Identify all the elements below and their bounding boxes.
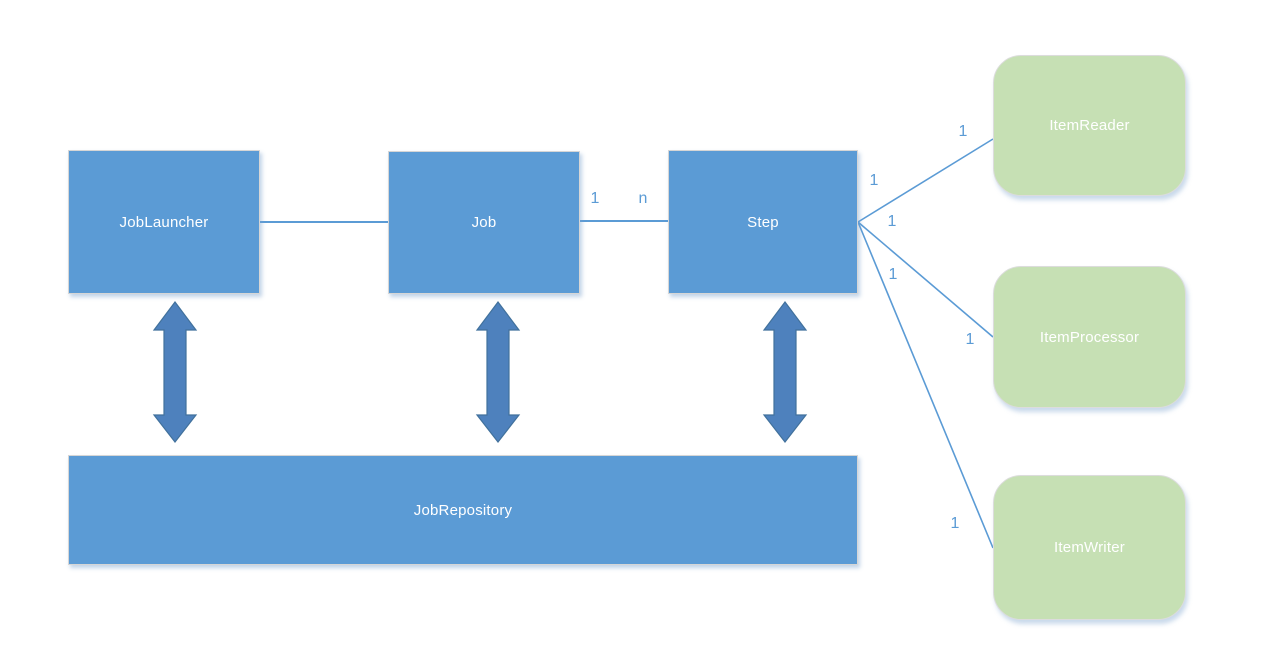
node-step-label: Step bbox=[747, 213, 779, 231]
multiplicity-step-itemreader-target: 1 bbox=[958, 123, 968, 140]
multiplicity-step-itemprocessor-target: 1 bbox=[965, 331, 975, 348]
multiplicity-step-itemreader-source: 1 bbox=[869, 172, 879, 189]
multiplicity-job-step-target: n bbox=[638, 190, 648, 207]
multiplicity-job-step-source: 1 bbox=[590, 190, 600, 207]
node-itemreader-label: ItemReader bbox=[1049, 117, 1130, 134]
double-arrow-job-jobrepository-icon bbox=[475, 301, 521, 443]
edge-step-itemwriter bbox=[857, 221, 994, 549]
node-itemprocessor: ItemProcessor bbox=[993, 266, 1186, 408]
node-itemreader: ItemReader bbox=[993, 55, 1186, 196]
multiplicity-step-itemwriter-source: 1 bbox=[888, 266, 898, 283]
multiplicity-step-itemwriter-target: 1 bbox=[950, 515, 960, 532]
node-jobrepository: JobRepository bbox=[68, 455, 858, 565]
node-job: Job bbox=[388, 151, 580, 294]
edge-step-itemreader bbox=[857, 138, 994, 223]
double-arrow-joblauncher-jobrepository-icon bbox=[152, 301, 198, 443]
node-joblauncher: JobLauncher bbox=[68, 150, 260, 294]
multiplicity-step-itemprocessor-source: 1 bbox=[887, 213, 897, 230]
edge-step-itemprocessor bbox=[857, 221, 994, 338]
node-jobrepository-label: JobRepository bbox=[413, 501, 513, 519]
node-joblauncher-label: JobLauncher bbox=[119, 213, 209, 231]
node-step: Step bbox=[668, 150, 858, 294]
node-job-label: Job bbox=[471, 214, 497, 231]
node-itemwriter: ItemWriter bbox=[993, 475, 1186, 620]
node-itemwriter-label: ItemWriter bbox=[1054, 539, 1125, 556]
double-arrow-step-jobrepository-icon bbox=[762, 301, 808, 443]
node-itemprocessor-label: ItemProcessor bbox=[1039, 328, 1140, 346]
